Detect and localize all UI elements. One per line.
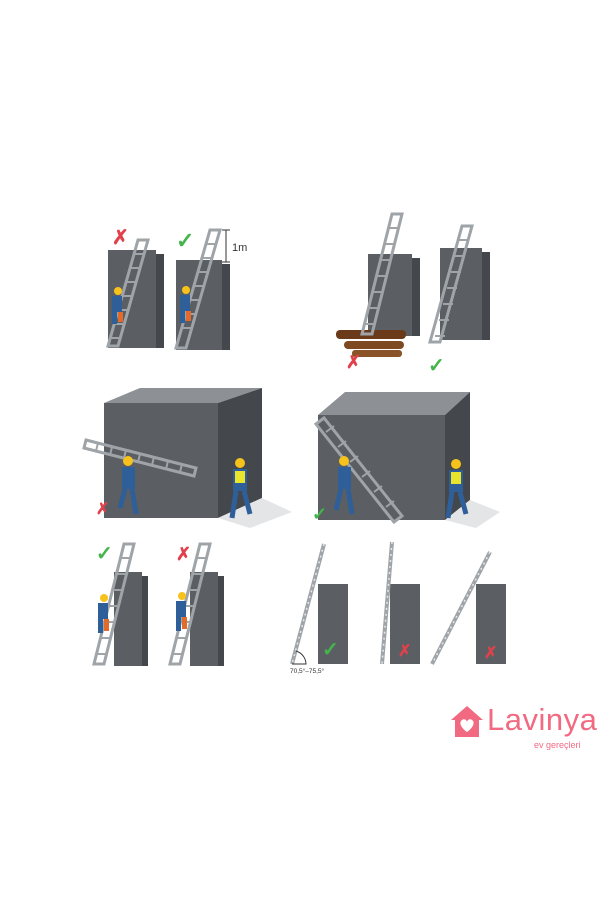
height-dimension-marker [222,229,230,263]
brand-tagline: ev gereçleri [534,740,581,750]
wrong-mark-icon: ✗ [398,643,411,660]
log-pile [336,330,406,357]
worker-figure [98,594,109,633]
panel-ladder-base-support: ✗ ✓ [336,212,490,377]
house-heart-icon [451,706,483,737]
right-mark-icon: ✓ [322,639,339,661]
ladder-carried-tilted [313,415,405,525]
right-mark-icon: ✓ [96,543,113,565]
panel-ladder-extension-height: 1m ✗ ✓ [106,227,247,350]
scene-too-shallow: ✗ [430,551,506,665]
ladder-carried-flat [82,438,198,478]
wrong-mark-icon: ✗ [176,544,191,564]
right-mark-icon: ✓ [428,355,445,377]
scene-ladder-on-logs-wrong [336,212,420,357]
right-mark-icon: ✓ [176,228,194,253]
wrong-mark-icon: ✗ [346,352,361,372]
panel-ladder-angle: 70,5°–75,5° ✓ ✗ ✗ [290,541,506,675]
scene-correct-angle: 70,5°–75,5° ✓ [290,543,348,675]
scene-three-point-contact-right [92,542,148,666]
wrong-mark-icon: ✗ [112,227,129,249]
worker-figure [333,456,355,515]
worker-figure [180,286,191,323]
scene-too-steep: ✗ [380,541,420,665]
worker-figure [176,592,187,631]
wrong-mark-icon: ✗ [484,645,497,662]
wrong-mark-icon: ✗ [96,501,109,518]
worker-figure [445,459,469,519]
worker-figure [229,458,253,519]
worker-figure [112,287,123,324]
brand-name: Lavinya [487,702,598,737]
panel-carrying-ladder-tilted: ✓ [312,392,500,528]
scene-ladder-on-ground-right [428,224,490,344]
scene-extended-ladder-right: 1m [174,228,247,350]
worker-figure [117,456,139,515]
height-note: 1m [232,242,247,254]
angle-note: 70,5°–75,5° [290,667,325,675]
scene-carrying-while-climbing-wrong [168,542,224,666]
right-mark-icon: ✓ [312,504,327,524]
scene-short-ladder-wrong [106,238,164,348]
panel-climbing-posture: ✓ ✗ [92,542,224,666]
panel-carrying-ladder-horizontal: ✗ [82,388,292,528]
